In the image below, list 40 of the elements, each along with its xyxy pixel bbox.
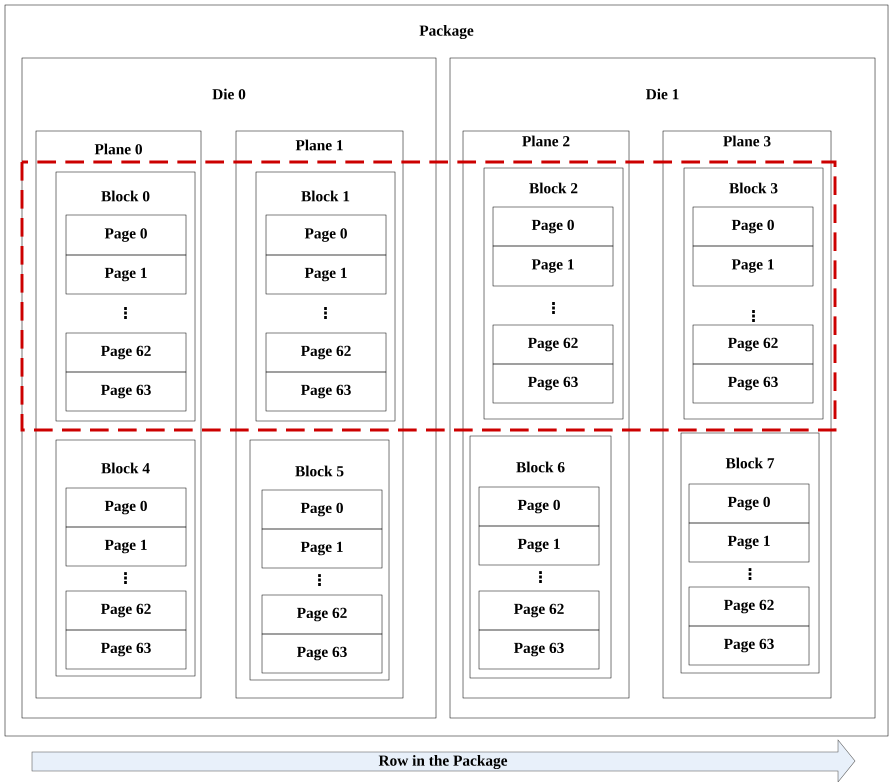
page-box: Page 62 xyxy=(492,324,614,364)
page-box: Page 0 xyxy=(262,490,382,530)
page-box: Page 63 xyxy=(478,630,600,670)
ellipsis: ⋮ xyxy=(318,574,321,586)
page-box: Page 63 xyxy=(66,372,186,412)
page-box: Page 1 xyxy=(66,526,186,566)
page-box: Page 62 xyxy=(66,590,186,630)
page-box: Page 62 xyxy=(692,324,814,364)
ellipsis: ⋮ xyxy=(124,572,127,584)
page-box: Page 62 xyxy=(688,586,810,626)
ellipsis: ⋮ xyxy=(752,310,755,322)
page-box: Page 62 xyxy=(478,590,600,630)
ellipsis: ⋮ xyxy=(124,307,127,319)
page-box: Page 62 xyxy=(266,332,386,372)
page-box: Page 63 xyxy=(266,372,386,412)
ellipsis: ⋮ xyxy=(324,307,327,319)
page-box: Page 63 xyxy=(492,364,614,404)
page-box: Page 0 xyxy=(692,206,814,246)
page-box: Page 0 xyxy=(266,214,386,256)
page-box: Page 63 xyxy=(262,634,382,674)
page-box: Page 1 xyxy=(688,522,810,562)
page-box: Page 0 xyxy=(478,486,600,526)
page-box: Page 1 xyxy=(478,526,600,566)
ellipsis: ⋮ xyxy=(539,571,542,583)
page-box: Page 62 xyxy=(66,332,186,372)
page-box: Page 0 xyxy=(66,214,186,256)
page-box: Page 1 xyxy=(492,246,614,286)
page-box: Page 1 xyxy=(266,254,386,294)
page-box: Page 62 xyxy=(262,594,382,634)
ellipsis: ⋮ xyxy=(552,302,555,314)
page-box: Page 1 xyxy=(262,528,382,568)
page-box: Page 1 xyxy=(692,246,814,286)
page-box: Page 63 xyxy=(692,364,814,404)
page-box: Page 63 xyxy=(688,626,810,666)
page-box: Page 0 xyxy=(688,484,810,524)
page-box: Page 0 xyxy=(66,488,186,528)
page-box: Page 1 xyxy=(66,254,186,294)
page-box: Page 0 xyxy=(492,206,614,246)
page-box: Page 63 xyxy=(66,630,186,670)
ellipsis: ⋮ xyxy=(748,568,752,580)
